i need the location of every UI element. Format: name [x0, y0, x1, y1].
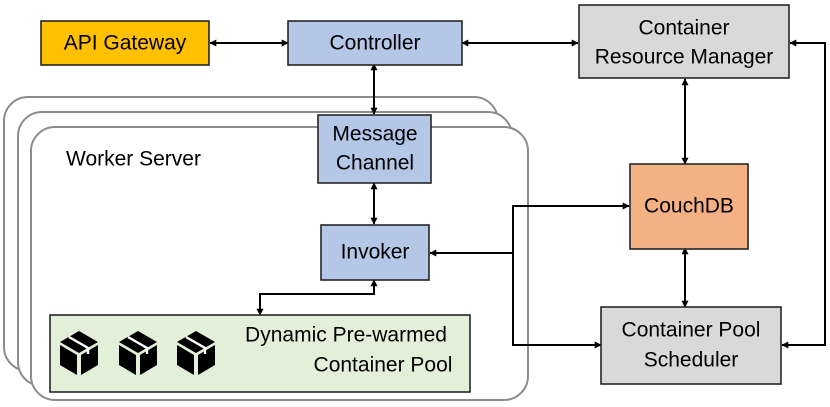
controller-node: Controller: [287, 20, 463, 66]
scheduler-label-line2: Scheduler: [644, 349, 739, 372]
scheduler-label-line1: Container Pool: [622, 319, 761, 342]
message-channel-label-line1: Message: [332, 123, 417, 146]
api-gateway-label: API Gateway: [64, 32, 187, 55]
invoker-pool-link: [256, 279, 378, 316]
worker-server-label: Worker Server: [66, 148, 201, 171]
couchdb-label: CouchDB: [644, 195, 734, 218]
invoker-couchdb-link: [429, 202, 630, 257]
invoker-label: Invoker: [341, 241, 410, 264]
resource-manager-label-line1: Container: [638, 17, 729, 40]
package-icon: [119, 331, 157, 375]
api-gateway-node: API Gateway: [40, 20, 210, 66]
pool-label-line1: Dynamic Pre-warmed: [245, 324, 447, 347]
package-icon: [60, 331, 98, 375]
controller-label: Controller: [329, 32, 420, 55]
pool-label-line2: Container Pool: [314, 354, 453, 377]
couchdb-node: CouchDB: [629, 163, 749, 250]
message-channel-label-line2: Channel: [336, 152, 414, 175]
connectors: [209, 39, 826, 349]
container-resource-manager-node: Container Resource Manager: [578, 4, 790, 79]
container-pool-node: Dynamic Pre-warmed Container Pool: [49, 314, 471, 393]
manager-scheduler-link: [781, 39, 826, 349]
invoker-node: Invoker: [320, 224, 430, 281]
invoker-scheduler-link: [512, 253, 602, 349]
container-pool-scheduler-node: Container Pool Scheduler: [600, 306, 782, 385]
package-icon: [177, 331, 215, 375]
message-channel-node: Message Channel: [317, 114, 432, 184]
resource-manager-label-line2: Resource Manager: [595, 46, 774, 69]
